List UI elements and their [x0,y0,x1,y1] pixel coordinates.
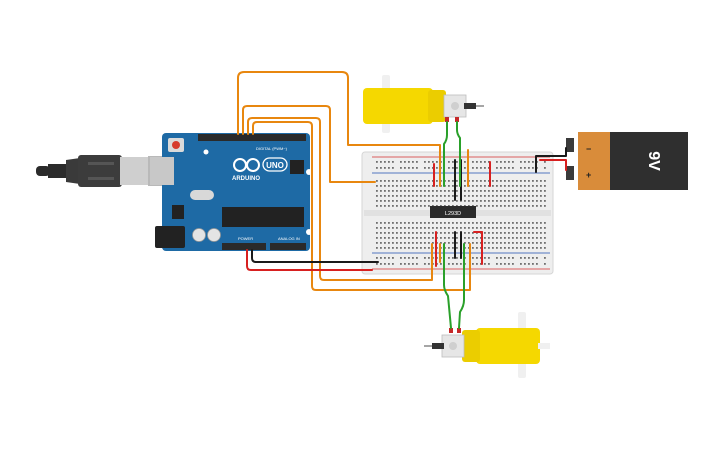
arduino-uno-board[interactable]: UNO ARDUINO DIGITAL (PWM~) POWER ANALOG … [150,133,312,251]
battery-label: 9V [645,151,662,171]
power-jack[interactable] [155,226,185,248]
green-wire-top-motor-2[interactable] [456,121,461,187]
battery-9v[interactable]: − + 9V [566,132,688,190]
orange-wire-1[interactable] [237,71,441,187]
power-header[interactable] [222,243,266,250]
brand-label: ARDUINO [232,176,260,182]
battery-negative-label: − [586,144,591,154]
atmega-chip [222,207,304,227]
battery-positive-label: + [586,170,591,180]
green-wire-bottom-motor-2[interactable] [458,243,465,329]
analog-header[interactable] [270,243,306,250]
digital-header-label: DIGITAL (PWM~) [256,146,288,151]
orange-wire-2[interactable] [242,105,376,183]
model-label: UNO [266,161,284,170]
green-wire-top-motor-1[interactable] [443,121,448,187]
top-motor[interactable] [363,75,484,133]
green-wire-bottom-motor-1[interactable] [443,243,452,329]
breadboard-holes [376,161,546,265]
orange-wire-4[interactable] [252,121,471,291]
digital-header[interactable] [198,134,306,141]
black-wire-gnd[interactable] [251,249,379,263]
wires [237,71,567,329]
red-wire-5v[interactable] [246,249,373,271]
analog-header-label: ANALOG IN [278,236,300,241]
arduino-logo-icon [233,158,260,172]
chip-label: L293D [445,211,461,217]
power-header-label: POWER [238,236,253,241]
l293d-driver-chip[interactable]: L293D [430,206,476,218]
orange-wire-3[interactable] [247,117,433,281]
bottom-motor[interactable] [424,312,550,378]
